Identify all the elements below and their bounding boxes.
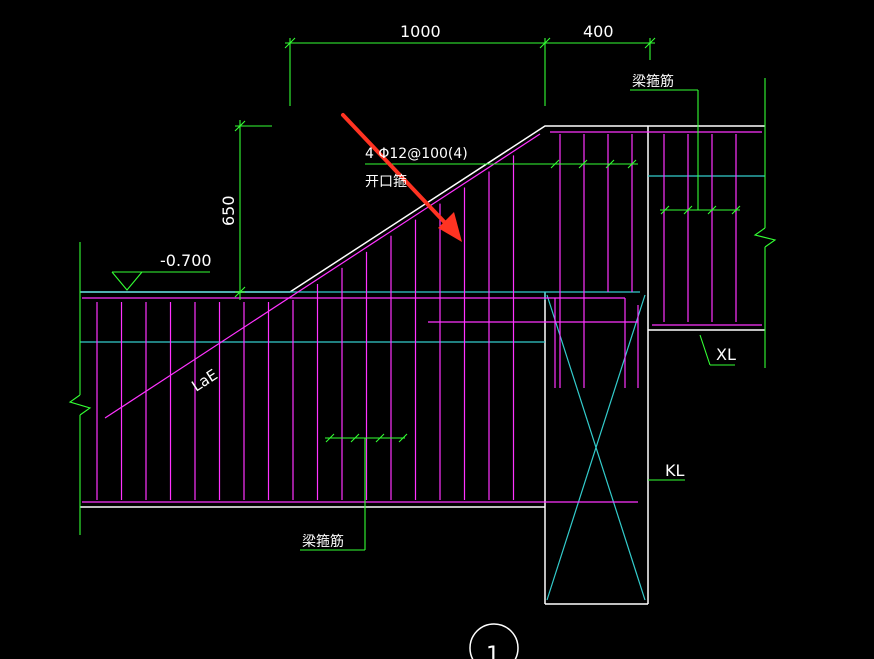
rebar-longitudinal [82, 131, 762, 503]
red-arrow-icon [341, 113, 462, 242]
xl-label: XL [716, 345, 736, 364]
leader-tick [578, 159, 588, 169]
leader-tick [707, 205, 717, 215]
rebar-stirrups [96, 134, 737, 500]
leader-ticks [325, 159, 741, 443]
rebar-note-sub: 开口箍 [365, 173, 407, 190]
beam-stirrup-top-label: 梁箍筋 [632, 73, 674, 90]
leader-tick [605, 159, 615, 169]
leader-tick [325, 433, 335, 443]
leader-tick [683, 205, 693, 215]
dimension-top-left: 1000 [400, 22, 441, 41]
leader-tick [350, 433, 360, 443]
dimension-lines [68, 37, 777, 551]
rebar-note: 4 Φ12@100(4) [365, 146, 468, 162]
anchor-length-label: LaE [188, 366, 220, 396]
column-cross [80, 175, 765, 601]
leader-tick [398, 433, 408, 443]
leader-tick [731, 205, 741, 215]
leader-tick [660, 205, 670, 215]
beam-stirrup-bottom-label: 梁箍筋 [302, 533, 344, 550]
kl-label: KL [665, 461, 684, 480]
detail-number: 1 [486, 643, 500, 659]
elevation-label: -0.700 [160, 251, 212, 270]
leader-tick [550, 159, 560, 169]
leader-tick [627, 159, 637, 169]
dimension-top-right: 400 [583, 22, 614, 41]
dimension-vertical: 650 [219, 195, 238, 226]
leader-tick [375, 433, 385, 443]
detail-marker: 1 [469, 623, 519, 659]
